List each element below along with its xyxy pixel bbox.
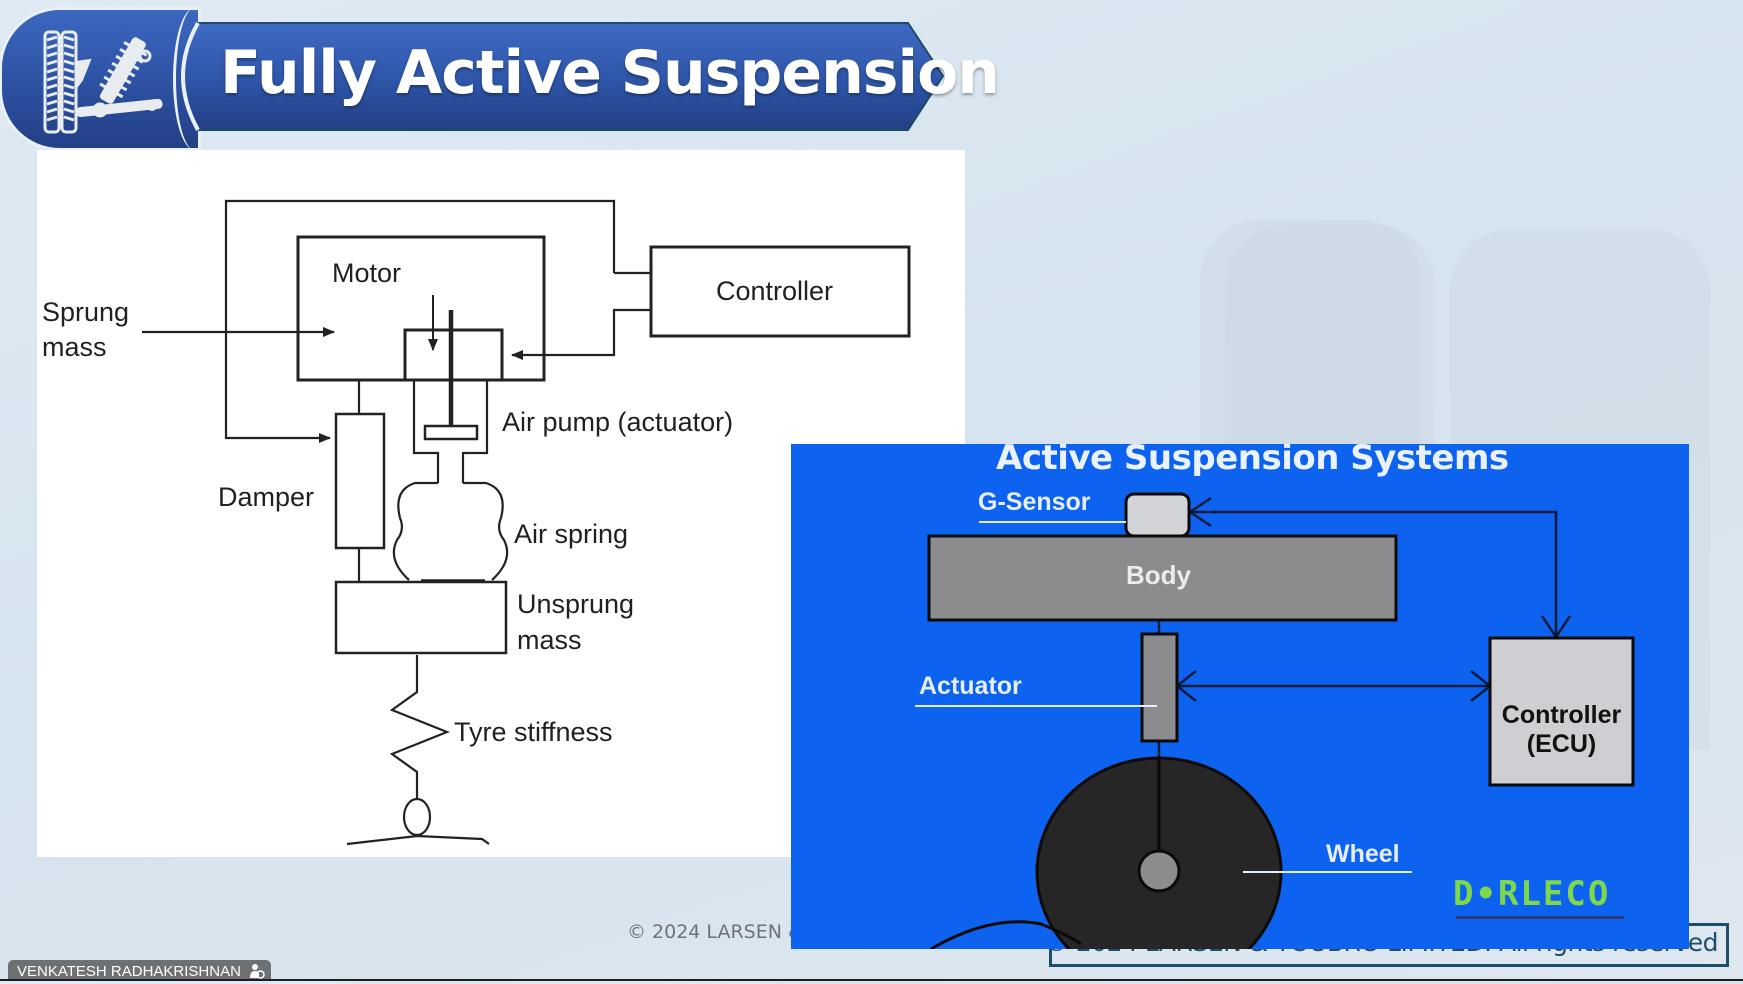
label-actuator: Actuator — [919, 672, 1022, 700]
ecu-block — [1488, 636, 1635, 787]
label-controller-ecu-line1: Controller — [1501, 701, 1622, 729]
wheel-hub — [1137, 849, 1181, 893]
presenter-icon — [249, 964, 265, 979]
presenter-name: VENKATESH RADHAKRISHNAN — [17, 963, 241, 980]
air-spring-bellows — [392, 481, 438, 581]
blue-diagram-title: Active Suspension Systems — [996, 444, 1509, 478]
tyre — [402, 797, 432, 837]
body-block — [927, 534, 1398, 622]
label-unsprung-mass-line2: mass — [517, 625, 582, 655]
label-tyre-stiffness: Tyre stiffness — [454, 717, 613, 747]
label-controller-ecu-line2: (ECU) — [1526, 730, 1597, 758]
label-controller-ecu: Controller (ECU) — [1490, 701, 1633, 759]
damper-box — [334, 412, 386, 550]
actuator-box — [403, 328, 504, 382]
title-logo-tab — [2, 8, 198, 150]
label-wheel: Wheel — [1326, 840, 1400, 868]
g-sensor-block — [1124, 492, 1191, 538]
road-line — [930, 920, 1082, 949]
actuator-block — [1140, 632, 1179, 743]
presenter-name-badge: VENKATESH RADHAKRISHNAN — [8, 960, 271, 981]
dorleco-logo-underline — [1456, 916, 1624, 919]
piston-head — [423, 424, 479, 441]
label-motor: Motor — [332, 258, 402, 288]
label-body: Body — [1126, 560, 1191, 590]
label-damper: Damper — [218, 482, 315, 512]
label-g-sensor: G-Sensor — [978, 488, 1091, 516]
sensor-ecu-line — [1190, 510, 1558, 637]
copyright-text-left: © 2024 LARSEN & — [627, 921, 803, 943]
slide-title: Fully Active Suspension — [220, 38, 1000, 108]
blue-diagram-shapes — [915, 492, 1635, 949]
label-air-pump: Air pump (actuator) — [502, 407, 734, 437]
damper-control-line — [224, 199, 616, 443]
diagram-lines — [142, 199, 911, 846]
label-sprung-mass-line2: mass — [42, 332, 107, 362]
dorleco-logo: D•RLECO — [1453, 874, 1611, 914]
ground-line — [346, 834, 490, 846]
controller-box — [649, 245, 911, 338]
tyre-spring — [389, 655, 450, 800]
label-unsprung-mass-line1: Unsprung — [517, 589, 635, 619]
label-controller: Controller — [716, 276, 834, 306]
active-suspension-systems-diagram: Active Suspension Systems G-Sensor Body … — [791, 444, 1689, 949]
title-banner — [181, 22, 944, 131]
label-sprung-mass-line1: Sprung — [42, 297, 130, 327]
label-air-spring: Air spring — [514, 519, 629, 549]
actuator-control-line — [511, 308, 651, 360]
suspension-wheel-icon — [43, 30, 163, 134]
bottom-border — [0, 979, 1743, 981]
unsprung-mass-box — [334, 580, 508, 655]
